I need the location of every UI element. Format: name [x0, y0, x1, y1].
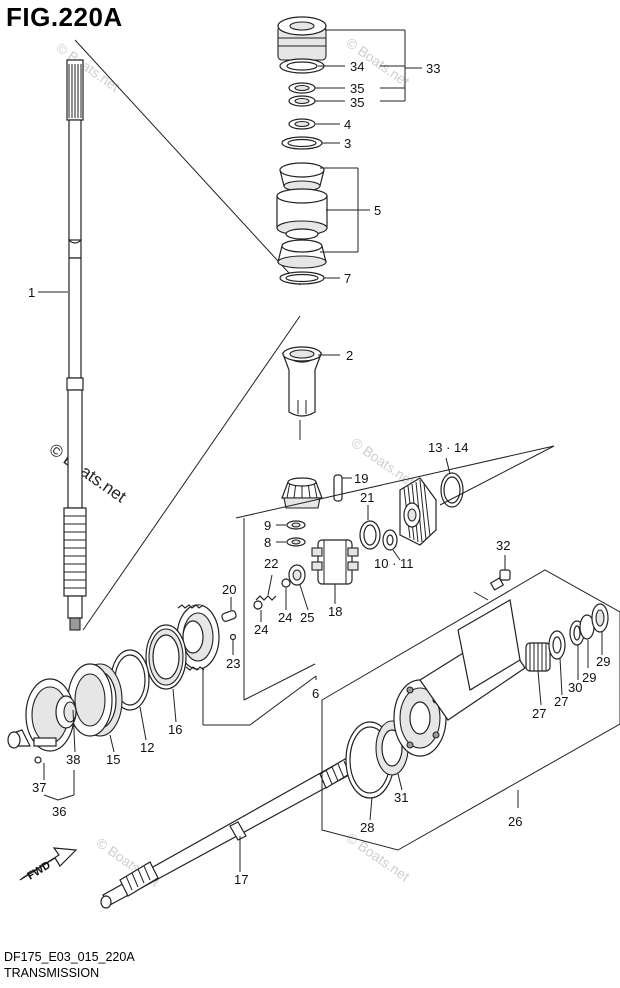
watermark-5: © Boats.net: [343, 829, 412, 884]
callout-35a: 35: [350, 81, 364, 96]
needle-bearing-27: [525, 642, 551, 672]
callout-4: 4: [344, 117, 351, 132]
forward-arrow-icon: [19, 847, 78, 881]
callout-3: 3: [344, 136, 351, 151]
callout-36: 36: [52, 804, 66, 819]
figure-name: TRANSMISSION: [4, 966, 100, 980]
callout-1: 1: [28, 285, 35, 300]
bevel-gear-reverse: [176, 604, 220, 671]
callout-30: 30: [568, 680, 582, 695]
callout-35b: 35: [350, 95, 364, 110]
bevel-gear-forward: [399, 477, 437, 546]
callout-26: 26: [508, 814, 522, 829]
callout-16: 16: [168, 722, 182, 737]
thrust-bearing-16: [145, 624, 187, 690]
watermark-1: © Boats.net: [53, 39, 122, 94]
callout-32: 32: [496, 538, 510, 553]
callout-34: 34: [350, 59, 364, 74]
callout-31: 31: [394, 790, 408, 805]
callout-2: 2: [346, 348, 353, 363]
figure-code: DF175_E03_015_220A: [4, 950, 135, 964]
watermark-main: © Boats.net: [46, 440, 130, 507]
callout-24b: 24: [278, 610, 292, 625]
callout-27b: 27: [554, 694, 568, 709]
callout-18: 18: [328, 604, 342, 619]
callout-38: 38: [66, 752, 80, 767]
driveshaft: [63, 59, 87, 631]
callout-7: 7: [344, 271, 351, 286]
callout-27a: 27: [532, 706, 546, 721]
callout-24a: 24: [254, 622, 268, 637]
shift-parts: [221, 564, 306, 641]
part-26-bracket: [321, 569, 620, 851]
callout-28: 28: [360, 820, 374, 835]
sleeve-part-2: [281, 346, 323, 417]
propeller-shaft-housing: [393, 599, 526, 757]
callout-25: 25: [300, 610, 314, 625]
callout-29b: 29: [596, 654, 610, 669]
figure-title: FIG.220A: [6, 2, 123, 32]
callout-8: 8: [264, 535, 271, 550]
callout-10-11: 10 · 11: [374, 556, 414, 571]
callout-6: 6: [312, 686, 319, 701]
callout-12: 12: [140, 740, 154, 755]
callout-29a: 29: [582, 670, 596, 685]
clutch-18: [311, 539, 359, 585]
bearing-housing-top: [277, 16, 327, 107]
callout-20: 20: [222, 582, 236, 597]
callout-21: 21: [360, 490, 374, 505]
bearing-housing-front: [7, 678, 77, 764]
callout-13-14: 13 · 14: [428, 440, 468, 455]
callout-33: 33: [426, 61, 440, 76]
pinion-gear: [281, 477, 323, 509]
bearing-stack-middle: [276, 118, 328, 285]
callout-9: 9: [264, 518, 271, 533]
callout-23: 23: [226, 656, 240, 671]
callout-17: 17: [234, 872, 248, 887]
pin-19: [333, 474, 343, 502]
callout-22: 22: [264, 556, 278, 571]
callout-19: 19: [354, 471, 368, 486]
callout-37: 37: [32, 780, 46, 795]
callout-5: 5: [374, 203, 381, 218]
bearing-15: [67, 663, 123, 737]
callout-15: 15: [106, 752, 120, 767]
bolt-32: [489, 569, 511, 591]
